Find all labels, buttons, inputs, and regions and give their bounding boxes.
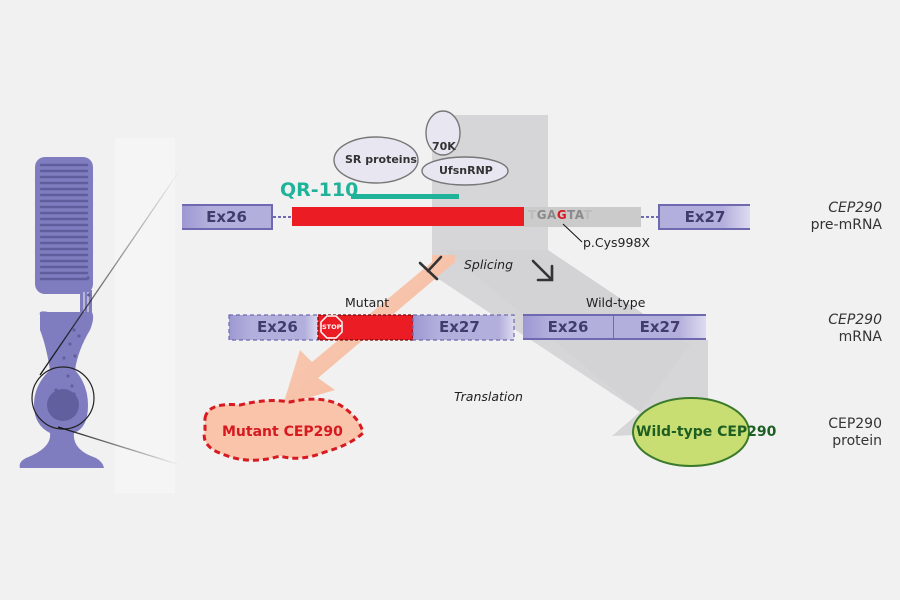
lens-panel xyxy=(115,138,175,493)
seq-seg2: TA xyxy=(566,208,584,222)
ufsnrnp-oval xyxy=(421,156,509,186)
side-label-protein: CEP290 protein xyxy=(828,416,882,450)
seq-prefix: T xyxy=(528,208,537,222)
translation-label: Translation xyxy=(454,389,523,404)
premrna-exon26: Ex26 xyxy=(182,204,273,230)
side-gene-mrna: CEP290 xyxy=(828,312,882,328)
splicing-label: Splicing xyxy=(464,257,514,272)
zoom-line-top xyxy=(39,169,181,376)
arrow-down-right-icon xyxy=(531,259,554,282)
mutation-label: p.Cys998X xyxy=(583,235,650,250)
photoreceptor-cell-icon xyxy=(19,157,105,468)
side-label-premrna: CEP290 pre-mRNA xyxy=(811,200,882,234)
side-type-premrna: pre-mRNA xyxy=(810,217,882,233)
mutant-protein-label: Mutant CEP290 xyxy=(222,424,343,440)
ufsnrnp-label: UfsnRNP xyxy=(439,164,493,177)
70k-label: 70K xyxy=(432,140,456,153)
zoom-line-bottom xyxy=(57,426,181,466)
inhibition-t-bar-icon xyxy=(418,255,443,281)
side-label-mrna: CEP290 mRNA xyxy=(828,312,882,346)
mutant-protein-blob xyxy=(202,397,365,462)
wildtype-protein-label: Wild-type CEP290 xyxy=(636,424,777,440)
premrna-exon27: Ex27 xyxy=(658,204,750,230)
mutant-mrna-label: Mutant xyxy=(345,295,390,310)
intron-gray-segment xyxy=(524,207,641,227)
side-type-protein: protein xyxy=(832,433,882,449)
premrna-exon27-label: Ex27 xyxy=(684,208,726,226)
mutant-exon26-label: Ex26 xyxy=(257,318,298,336)
sr-proteins-label: SR proteins xyxy=(345,153,417,166)
mutant-exon27-box xyxy=(412,314,515,341)
sr-proteins-oval xyxy=(333,136,419,184)
side-gene-protein: CEP290 xyxy=(828,416,882,432)
wildtype-mrna-label: Wild-type xyxy=(586,295,646,310)
qr110-antisense-oligo xyxy=(351,194,459,199)
qr110-label: QR-110 xyxy=(280,179,359,201)
wt-exon26: Ex26 xyxy=(523,314,614,340)
side-gene-premrna: CEP290 xyxy=(828,200,882,216)
seq-mutation: G xyxy=(556,208,567,222)
wildtype-protein-ellipse xyxy=(632,397,750,467)
splice-site-sequence: TGAGTAT xyxy=(528,208,592,222)
mutation-pointer-line xyxy=(562,223,583,243)
premrna-exon26-label: Ex26 xyxy=(206,208,247,226)
stop-label: STOP xyxy=(322,323,342,331)
cryptic-exon xyxy=(292,207,524,226)
wt-exon27: Ex27 xyxy=(614,314,706,340)
wt-exon27-label: Ex27 xyxy=(639,318,681,336)
70k-oval xyxy=(425,110,461,156)
mutant-exon27-label: Ex27 xyxy=(439,318,480,336)
side-type-mrna: mRNA xyxy=(838,329,882,345)
wt-exon26-label: Ex26 xyxy=(547,318,589,336)
stop-sign-icon xyxy=(320,315,343,339)
seq-suffix: T xyxy=(583,208,593,222)
seq-seg1: GA xyxy=(536,208,557,222)
